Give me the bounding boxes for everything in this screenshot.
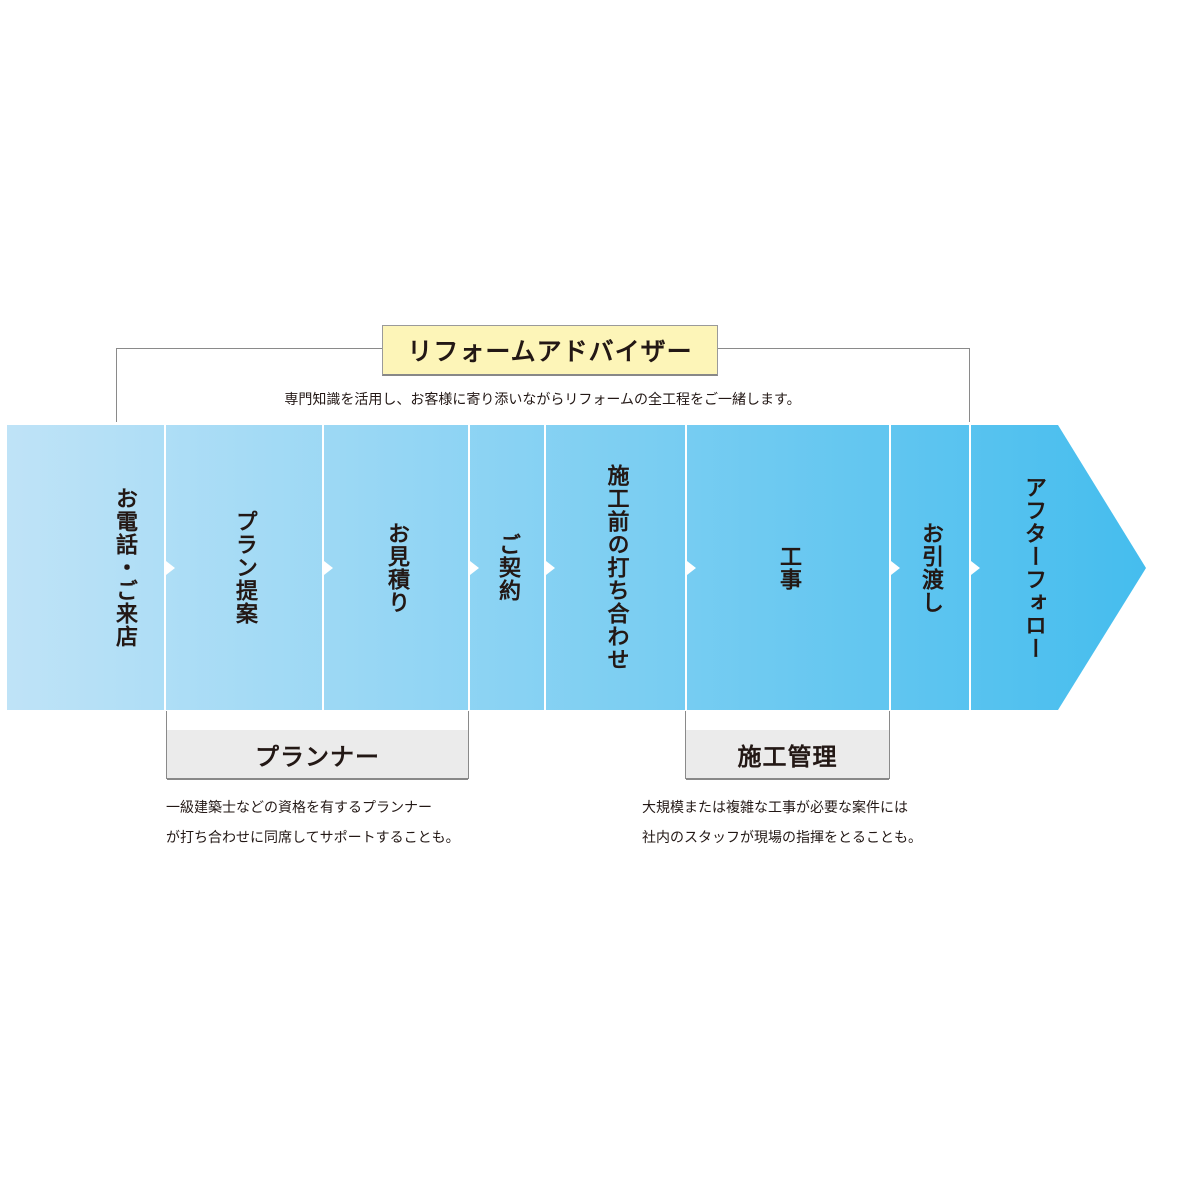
construction-description: 大規模または複雑な工事が必要な案件には 社内のスタッフが現場の指揮をとることも。 bbox=[642, 793, 922, 853]
step-handover: お引渡し bbox=[891, 425, 969, 710]
planner-title: プランナー bbox=[167, 730, 468, 780]
construction-bracket-left bbox=[685, 711, 686, 779]
step-label: お電話・ご来店 bbox=[112, 487, 137, 648]
planner-description: 一級建築士などの資格を有するプランナー が打ち合わせに同席してサポートすることも… bbox=[166, 793, 460, 853]
step-label: お引渡し bbox=[918, 521, 943, 614]
step-label: お見積り bbox=[384, 521, 409, 614]
step-estimate: お見積り bbox=[324, 425, 468, 710]
step-divider bbox=[969, 425, 971, 710]
planner-bracket-right bbox=[468, 711, 469, 779]
advisor-bracket-left bbox=[116, 348, 117, 422]
flow-arrow bbox=[7, 425, 1146, 710]
arrow-icon bbox=[324, 561, 333, 575]
step-visit: お電話・ご来店 bbox=[7, 425, 241, 710]
planner-description-line: 一級建築士などの資格を有するプランナー bbox=[166, 800, 432, 816]
step-divider bbox=[468, 425, 470, 710]
step-construction: 工事 bbox=[687, 425, 889, 710]
step-contract: ご契約 bbox=[470, 425, 544, 710]
construction-bracket-right bbox=[889, 711, 890, 779]
advisor-description: 専門知識を活用し、お客様に寄り添いながらリフォームの全工程をご一緒します。 bbox=[284, 392, 801, 408]
step-divider bbox=[164, 425, 166, 710]
planner-description-line: が打ち合わせに同席してサポートすることも。 bbox=[166, 830, 460, 846]
step-divider bbox=[685, 425, 687, 710]
arrow-icon bbox=[891, 561, 900, 575]
construction-description-line: 社内のスタッフが現場の指揮をとることも。 bbox=[642, 830, 922, 846]
advisor-bracket-right bbox=[969, 348, 970, 422]
arrow-icon bbox=[687, 561, 696, 575]
arrow-icon bbox=[166, 561, 175, 575]
arrow-icon bbox=[470, 561, 479, 575]
arrow-icon bbox=[546, 561, 555, 575]
step-after-follow: アフターフォロー bbox=[971, 425, 1095, 710]
advisor-title: リフォームアドバイザー bbox=[382, 325, 718, 376]
step-pre-meeting: 施工前の打ち合わせ bbox=[546, 425, 685, 710]
step-divider bbox=[889, 425, 891, 710]
step-plan-proposal: プラン提案 bbox=[166, 425, 322, 710]
construction-management-title: 施工管理 bbox=[686, 730, 889, 780]
step-divider bbox=[544, 425, 546, 710]
planner-bracket-left bbox=[166, 711, 167, 779]
step-divider bbox=[322, 425, 324, 710]
arrow-icon bbox=[971, 561, 980, 575]
step-label: アフターフォロー bbox=[1021, 475, 1046, 660]
step-label: 施工前の打ち合わせ bbox=[603, 464, 629, 671]
step-label: 工事 bbox=[776, 544, 801, 591]
step-label: プラン提案 bbox=[232, 510, 257, 625]
construction-description-line: 大規模または複雑な工事が必要な案件には bbox=[642, 800, 908, 816]
step-label: ご契約 bbox=[495, 533, 520, 602]
